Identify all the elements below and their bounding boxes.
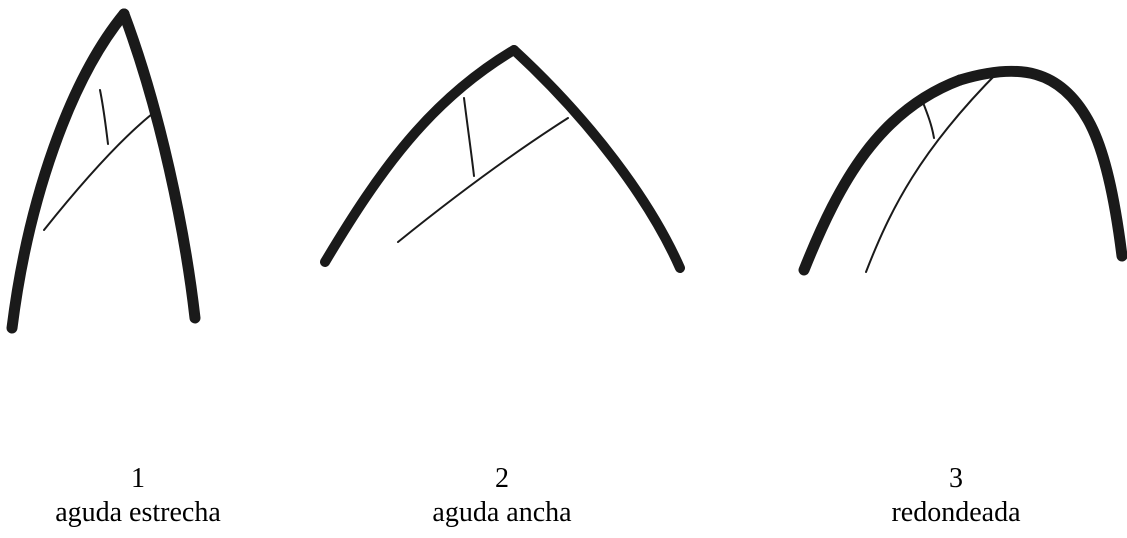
figure-2-label: aguda ancha xyxy=(352,496,652,530)
figure-2-caption: 2 aguda ancha xyxy=(352,462,652,530)
arch-1-joint-line xyxy=(100,90,108,144)
figure-3-number: 3 xyxy=(806,462,1106,496)
arch-1-right-curve xyxy=(124,14,195,318)
arch-3-crown-and-right-curve xyxy=(960,71,1122,256)
arch-3-joint-line xyxy=(922,100,934,138)
arch-3-left-curve xyxy=(804,80,960,270)
figure-1-number: 1 xyxy=(0,462,288,496)
arch-2-right-curve xyxy=(514,50,680,268)
arch-2-intrados-line xyxy=(398,118,568,242)
arch-3-rounded xyxy=(804,70,1122,272)
arch-3-intrados-line xyxy=(866,70,1000,272)
figure-3-caption: 3 redondeada xyxy=(806,462,1106,530)
arch-2-joint-line xyxy=(464,98,474,176)
figure-3-label: redondeada xyxy=(806,496,1106,530)
arch-2-wide-pointed xyxy=(325,50,680,268)
arch-1-left-curve xyxy=(12,14,124,328)
arch-1-narrow-pointed xyxy=(12,14,195,328)
figure-1-caption: 1 aguda estrecha xyxy=(0,462,288,530)
figure-2-number: 2 xyxy=(352,462,652,496)
figure-1-label: aguda estrecha xyxy=(0,496,288,530)
arch-2-left-curve xyxy=(325,50,514,262)
